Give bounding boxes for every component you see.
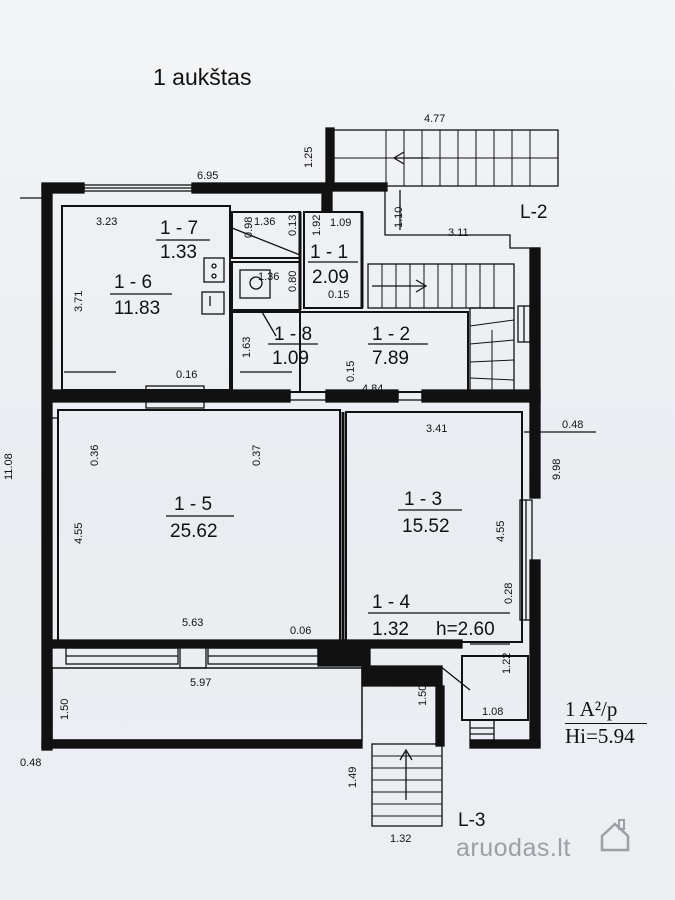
dim-right-ext: 0.48 <box>562 419 583 431</box>
dim-wall-small: 0.06 <box>290 625 311 637</box>
toilet-icon <box>239 269 271 299</box>
dim-bottom-stair-width: 1.32 <box>390 833 411 845</box>
dim-total-height: 11.08 <box>3 453 15 480</box>
dim-room1-width: 1.09 <box>330 217 351 229</box>
dim-room3-height: 4.55 <box>495 521 507 542</box>
dim-room7-depth: 0.98 <box>243 217 255 238</box>
dim-room5-small: 0.36 <box>89 445 101 466</box>
room-label-1-1: 1 - 1 <box>310 242 348 263</box>
dim-room6-width: 3.23 <box>96 216 117 228</box>
watermark-house-icon <box>600 819 630 852</box>
dim-room4-width: 1.08 <box>482 706 503 718</box>
room-area-1-5: 25.62 <box>170 521 218 542</box>
ratio-top: 1 A²/p <box>565 697 647 724</box>
ratio-block: 1 A²/p Hi=5.94 <box>565 697 647 749</box>
dim-room1-left: 1.92 <box>311 215 323 236</box>
room-area-1-3: 15.52 <box>402 516 450 537</box>
sink-icon <box>203 257 225 283</box>
room-label-1-2: 1 - 2 <box>372 324 410 345</box>
room-area-1-1: 2.09 <box>312 267 349 288</box>
dim-room8-height: 1.63 <box>241 337 253 358</box>
room-area-1-7: 1.33 <box>160 242 197 263</box>
room-label-1-8: 1 - 8 <box>274 324 312 345</box>
dim-bottom-left-depth: 1.50 <box>59 699 71 720</box>
dim-top-stair-depth: 1.25 <box>303 147 315 168</box>
dim-room8-small: 0.80 <box>287 271 299 292</box>
room-1-4-outline <box>461 655 529 721</box>
room-label-1-7: 1 - 7 <box>160 218 198 239</box>
dim-room7-width: 1.36 <box>254 216 275 228</box>
dim-room6-height: 3.71 <box>73 291 85 312</box>
dim-bottom-width: 5.97 <box>190 677 211 689</box>
room-area-1-4: 1.32 <box>372 619 409 640</box>
dim-stair-right-width: 3.11 <box>448 227 469 239</box>
dim-right-height: 9.98 <box>551 459 563 480</box>
dim-room4-side: 1.50 <box>417 685 429 706</box>
level-label-l3: L-3 <box>458 810 485 831</box>
dim-bottom-stair-depth: 1.49 <box>347 767 359 788</box>
stove-icon <box>201 291 225 315</box>
page-title: 1 aukštas <box>153 64 252 90</box>
room-label-1-3: 1 - 3 <box>404 489 442 510</box>
dim-room2-small: 0.15 <box>345 361 357 382</box>
inner-stair-top <box>367 263 515 309</box>
dim-room3-width: 3.41 <box>426 423 447 435</box>
dim-room5-small2: 0.37 <box>251 445 263 466</box>
dim-room7-small: 0.13 <box>287 215 299 236</box>
room-area-1-6: 11.83 <box>114 298 160 319</box>
step-bottom <box>469 719 495 741</box>
room-label-1-4: 1 - 4 <box>372 592 410 613</box>
dim-room4-height: 1.22 <box>501 653 513 674</box>
dim-room1-small: 0.15 <box>328 289 349 301</box>
dim-room5-width: 5.63 <box>182 617 203 629</box>
dim-bottom-room-width: 1.32 <box>390 676 411 688</box>
dim-bottom-left-ext: 0.48 <box>20 757 41 769</box>
exterior-stair-l3 <box>371 743 443 827</box>
dim-stair-right-depth: 1.10 <box>393 207 405 228</box>
wall-top-left <box>41 182 85 194</box>
dim-room2-width: 4.84 <box>362 383 383 395</box>
pillar-bottom <box>179 645 207 669</box>
wall-bottom-right <box>469 739 541 749</box>
wall-right-upper <box>529 247 541 499</box>
height-note: h=2.60 <box>436 619 495 640</box>
window-top-mid <box>231 184 293 192</box>
dim-room5-height: 4.55 <box>73 523 85 544</box>
dim-top-width: 6.95 <box>197 170 218 182</box>
ratio-bottom: Hi=5.94 <box>565 724 635 748</box>
veranda-outline <box>51 667 363 741</box>
watermark: aruodas.lt <box>456 834 571 862</box>
level-label-l2: L-2 <box>520 202 547 223</box>
dim-top-stair-width: 4.77 <box>424 113 445 125</box>
wall-left <box>41 184 53 751</box>
room-label-1-5: 1 - 5 <box>174 494 212 515</box>
room-area-1-2: 7.89 <box>372 348 409 369</box>
wall-bottom-left <box>41 739 363 749</box>
dim-room3-small: 0.28 <box>503 583 515 604</box>
dim-room6-bottom: 0.16 <box>176 369 197 381</box>
dim-room8-width: 1.36 <box>258 271 279 283</box>
room-label-1-6: 1 - 6 <box>114 272 152 293</box>
toilet-bowl-icon <box>249 276 263 290</box>
room-area-1-8: 1.09 <box>272 348 309 369</box>
